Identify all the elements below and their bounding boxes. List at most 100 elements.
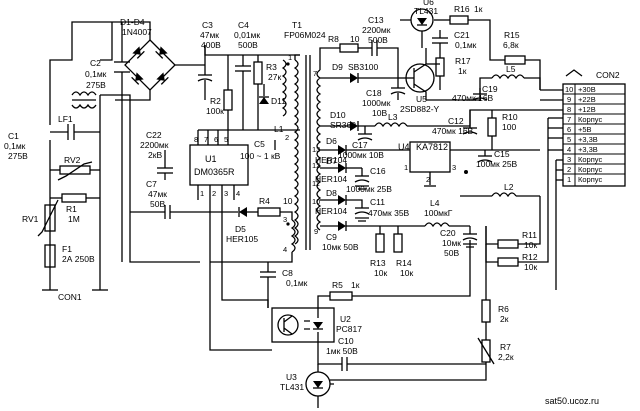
con2-pin-num: 7: [567, 115, 571, 124]
u6-ref: U6: [423, 0, 434, 7]
con2-pin-name: +22В: [578, 95, 596, 104]
con2-pin-name: Корпус: [578, 165, 602, 174]
u5-symbol: [398, 48, 440, 100]
c5-ref: C5: [254, 139, 265, 149]
d5-v1: HER105: [226, 234, 258, 244]
d11-symbol: [258, 84, 270, 105]
r5-v1: 1к: [351, 280, 360, 290]
r6-r7: [330, 226, 495, 381]
c19-symbol: [472, 88, 488, 101]
c10-symbol: [317, 342, 486, 371]
r8-ref: R8: [328, 34, 339, 44]
r17-symbol: [435, 48, 445, 90]
c13-ref: C13: [368, 15, 384, 25]
u1-pin-6: 6: [214, 135, 218, 144]
d11-ref: D11: [271, 96, 286, 106]
c3-v2: 400В: [201, 40, 221, 50]
r12-v1: 10к: [524, 262, 537, 272]
lf1-symbol: [71, 91, 97, 109]
con2-pin-num: 3: [567, 155, 571, 164]
u1-pin-7: 7: [204, 135, 208, 144]
r13-r14: [375, 226, 403, 253]
d8-ref: D8: [326, 188, 337, 198]
r3-ref: R3: [266, 62, 277, 72]
c15-ref: C15: [494, 149, 510, 159]
con2-pin-name: +12В: [578, 105, 596, 114]
l2-symbol: [460, 192, 540, 198]
u2-v1: PC817: [336, 324, 362, 334]
c15-v1: 100мк 25В: [476, 159, 518, 169]
watermark: sat50.ucoz.ru: [545, 396, 599, 406]
r6-v1: 2к: [500, 314, 509, 324]
u1-pin-1: 1: [200, 189, 204, 198]
d10-ref: D10: [330, 110, 346, 120]
con2-label: CON2: [596, 70, 620, 80]
u4-ref: U4: [398, 142, 410, 152]
r1-symbol: [61, 193, 87, 203]
r8-v1: 10: [350, 34, 360, 44]
d6-ref: D6: [326, 136, 337, 146]
r15-ref: R15: [504, 30, 520, 40]
c3-v1: 47мк: [200, 30, 219, 40]
c19-ref: C19: [482, 84, 498, 94]
con2-pins: 10 +30В 9 +22В 8 +12В 7 Корпус 6 +5В 5 +…: [565, 85, 602, 184]
u1-pin-8: 8: [194, 135, 198, 144]
c19-v1: 470мк 16В: [452, 93, 494, 103]
con2-pin-name: Корпус: [578, 175, 602, 184]
r14-ref: R14: [396, 258, 412, 268]
con2-pin-name: +30В: [578, 85, 596, 94]
d6-u4-c15-c16: [320, 141, 540, 185]
r11-ref: R11: [522, 230, 537, 240]
c16-v1: 1000мк 25В: [346, 184, 392, 194]
r15-v1: 6,8к: [503, 40, 519, 50]
u1-pin-4: 4: [236, 189, 240, 198]
r17-v1: 1к: [458, 66, 467, 76]
r10-v1: 100: [502, 122, 516, 132]
c20-v2: 50В: [444, 248, 459, 258]
c13-v1: 2200мк: [362, 25, 391, 35]
c4-v1: 0,01мк: [234, 30, 260, 40]
rv1-ref: RV1: [22, 214, 39, 224]
c7-v1: 47мк: [148, 189, 167, 199]
con2-pin-num: 2: [567, 165, 571, 174]
c17-ref: C17: [352, 140, 368, 150]
u1-pin-3: 3: [224, 189, 228, 198]
l1-ref: L1: [274, 124, 284, 134]
con2-pin-num: 9: [567, 95, 571, 104]
l3-ref: L3: [388, 112, 398, 122]
c7-symbol: [130, 205, 238, 219]
u5-v1: 2SD882-Y: [400, 104, 440, 114]
c7-ref: C7: [146, 179, 157, 189]
c1-v2: 275В: [8, 151, 28, 161]
con2-pin-num: 5: [567, 135, 571, 144]
output-bus: [540, 89, 563, 290]
r3-symbol: [253, 55, 263, 130]
rv1-symbol: [37, 199, 59, 237]
r14-v1: 10к: [400, 268, 413, 278]
u1-symbol: [189, 129, 258, 262]
u1-pin-5: 5: [224, 135, 228, 144]
r1-v1: 1М: [68, 214, 80, 224]
c22-ref: C22: [146, 130, 162, 140]
r7-ref: R7: [500, 342, 511, 352]
rv2-symbol: [57, 161, 93, 181]
con2-pin-num: 1: [567, 175, 571, 184]
c21-v1: 0,1мк: [455, 40, 477, 50]
d10-v1: SR360: [330, 120, 356, 130]
d1d4-ref: D1-D4: [120, 17, 145, 27]
c20-ref: C20: [440, 228, 456, 238]
bridge-d1-d4-symbol: [115, 39, 205, 101]
c1-symbol: [67, 124, 75, 140]
l2-ref: L2: [504, 182, 514, 192]
r16-ref: R16: [454, 4, 470, 14]
input-wiring: [42, 21, 200, 291]
r16-v1: 1к: [474, 4, 483, 14]
u6-symbol: [400, 8, 434, 48]
d7-ref: D7: [326, 156, 337, 166]
r12-ref: R12: [522, 252, 538, 262]
d9-symbol: [320, 72, 398, 84]
c7-v2: 50В: [150, 199, 165, 209]
f1-symbol: [44, 244, 56, 268]
t1-pin-1: 1: [288, 53, 292, 62]
r13-ref: R13: [370, 258, 386, 268]
